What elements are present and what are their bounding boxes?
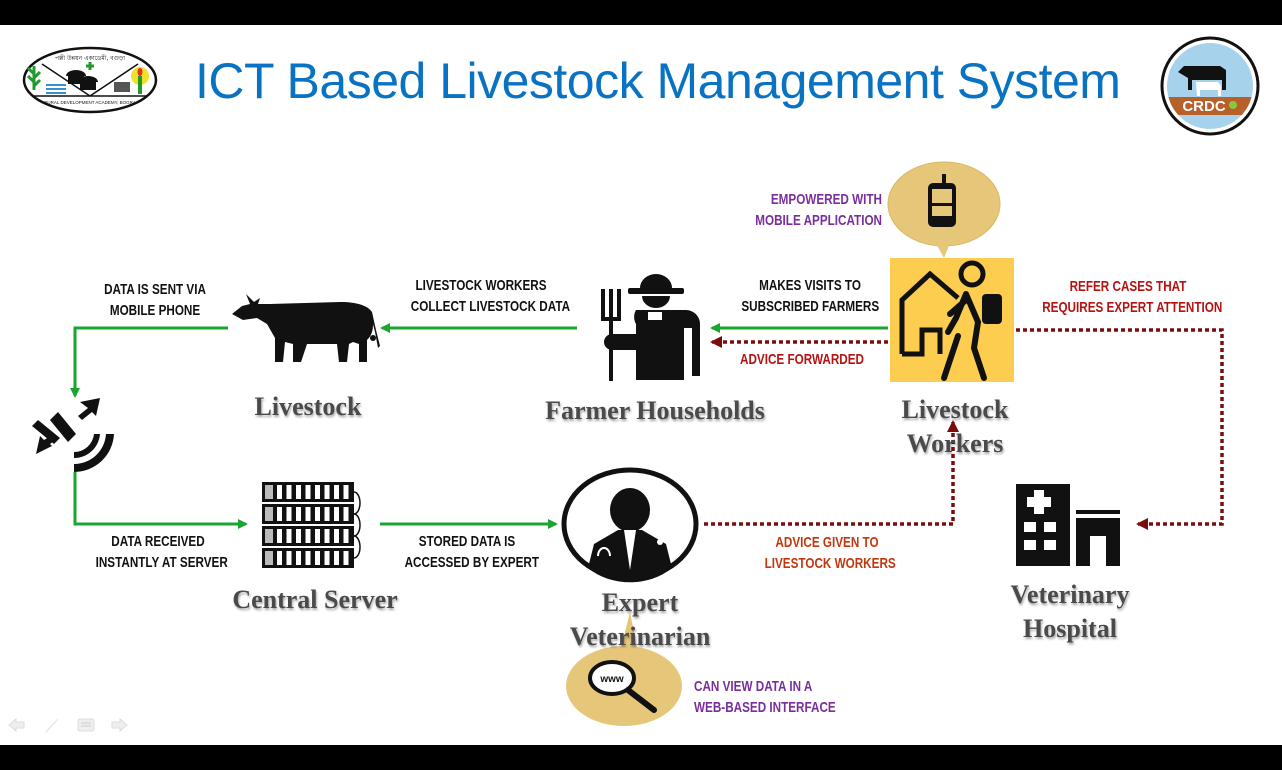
server-drive-slot [324, 551, 330, 565]
server-drive-slot [334, 529, 339, 543]
pen-icon[interactable] [42, 716, 60, 734]
magnifier-www-icon: www [588, 660, 657, 713]
veterinarian-icon [561, 467, 699, 583]
server-drive-slot [334, 485, 339, 499]
server-drive-slot [296, 529, 301, 543]
arrow-livestock-to-satellite [70, 326, 228, 398]
bottom-letterbox-bar [0, 745, 1282, 770]
mobile-phone-icon [928, 174, 956, 227]
livestock-worker-icon [890, 258, 1014, 382]
cow-icon [232, 294, 380, 362]
server-panel [265, 507, 273, 521]
server-drive-slot [286, 529, 292, 543]
server-drive-slot [296, 485, 301, 499]
farmer-icon [601, 274, 700, 381]
node-farmer-households: Farmer Households [545, 396, 765, 425]
server-drive-slot [324, 529, 330, 543]
server-drive-slot [343, 529, 349, 543]
arrow-refer-to-hospital [1016, 328, 1224, 530]
server-drive-slot [277, 485, 282, 499]
server-drive-slot [296, 507, 301, 521]
top-letterbox-bar [0, 0, 1282, 25]
mobile-app-bubble [887, 161, 1001, 258]
server-cable [353, 491, 361, 515]
server-drive-slot [305, 529, 311, 543]
server-drive-slot [315, 485, 320, 499]
server-drive-slot [305, 485, 311, 499]
server-drive-slot [343, 485, 349, 499]
server-drive-slot [277, 507, 282, 521]
hospital-icon [1016, 484, 1120, 566]
next-slide-icon[interactable] [110, 716, 128, 734]
page-title: ICT Based Livestock Management System [195, 53, 1121, 109]
server-icon [262, 482, 361, 568]
server-drive-slot [286, 507, 292, 521]
server-drive-slot [277, 551, 282, 565]
server-cable [353, 535, 361, 559]
label-advice-forwarded: ADVICE FORWARDED [740, 351, 864, 368]
server-drive-slot [343, 507, 349, 521]
server-panel [265, 485, 273, 499]
satellite-icon [32, 398, 114, 473]
node-central-server: Central Server [232, 585, 398, 614]
previous-slide-icon[interactable] [8, 716, 26, 734]
server-drive-slot [277, 529, 282, 543]
server-drive-slot [324, 507, 330, 521]
server-drive-slot [315, 507, 320, 521]
server-drive-slot [296, 551, 301, 565]
server-drive-slot [334, 551, 339, 565]
server-drive-slot [315, 551, 320, 565]
server-drive-slot [286, 551, 292, 565]
server-drive-slot [324, 485, 330, 499]
server-drive-slot [305, 551, 311, 565]
node-livestock: Livestock [254, 392, 362, 421]
server-drive-slot [286, 485, 292, 499]
server-panel [265, 529, 273, 543]
web-interface-bubble: www [566, 612, 682, 726]
server-drive-slot [334, 507, 339, 521]
slide-menu-icon[interactable] [77, 716, 95, 734]
server-drive-slot [305, 507, 311, 521]
server-cable [353, 513, 361, 537]
arrow-satellite-to-server [73, 472, 248, 529]
server-panel [265, 551, 273, 565]
server-drive-slot [315, 529, 320, 543]
arrow-expert-advice-to-workers [704, 420, 959, 526]
server-drive-slot [343, 551, 349, 565]
www-text: www [599, 674, 624, 685]
